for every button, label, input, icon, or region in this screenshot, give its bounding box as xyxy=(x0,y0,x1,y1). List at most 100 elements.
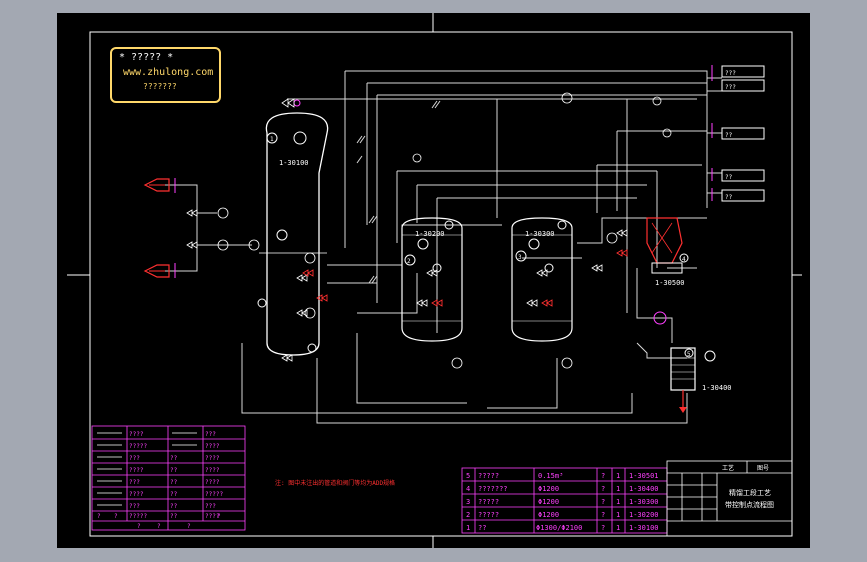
instruments xyxy=(217,92,672,369)
svg-text:1: 1 xyxy=(466,524,470,532)
svg-text:?????: ????? xyxy=(129,513,147,520)
svg-text:????: ???? xyxy=(205,443,220,450)
svg-text:1-30501: 1-30501 xyxy=(629,472,659,480)
svg-text:2: 2 xyxy=(466,511,470,519)
title-line-2: 带控制点流程图 xyxy=(725,500,774,509)
svg-text:?: ? xyxy=(601,498,605,506)
output-1: ??? xyxy=(725,70,736,77)
column-1-30100: 1 1-30100 xyxy=(257,112,329,356)
svg-text:1: 1 xyxy=(616,511,620,519)
svg-text:Φ1200: Φ1200 xyxy=(538,511,559,519)
title-block xyxy=(666,460,793,537)
svg-text:??: ?? xyxy=(170,467,178,474)
condenser-1-30500: 1-30500 4 xyxy=(646,217,689,287)
svg-text:?: ? xyxy=(601,485,605,493)
svg-text:?: ? xyxy=(114,513,118,520)
svg-text:1-30200: 1-30200 xyxy=(629,511,659,519)
red-valves xyxy=(302,249,628,307)
vessel-3-number: 3 xyxy=(518,254,522,261)
logo-box xyxy=(110,47,221,103)
svg-text:Φ1200: Φ1200 xyxy=(538,498,559,506)
svg-text:1: 1 xyxy=(616,498,620,506)
svg-text:?: ? xyxy=(157,523,161,530)
svg-text:1-30400: 1-30400 xyxy=(629,485,659,493)
condenser-number: 4 xyxy=(682,256,686,263)
svg-text:?????: ????? xyxy=(478,472,499,480)
output-5: ?? xyxy=(725,194,733,201)
feed-arrows xyxy=(143,178,170,278)
svg-text:?: ? xyxy=(97,513,101,520)
vessel-3-tag: 1-30300 xyxy=(525,230,555,238)
svg-text:Φ1200: Φ1200 xyxy=(538,485,559,493)
equipment-table-text: 5????? 0.15m³? 1 1-30501 4??????? Φ1200? 1 1-3… xyxy=(466,472,659,532)
logo-line3: ??????? xyxy=(143,82,177,91)
svg-text:??: ?? xyxy=(170,491,178,498)
equipment-table xyxy=(461,467,668,534)
svg-text:??: ?? xyxy=(170,479,178,486)
drawing-sheet: * ????? * www.zhulong.com ??????? xyxy=(57,13,810,548)
title-label-1: 工艺 xyxy=(722,464,734,472)
svg-text:1-30100: 1-30100 xyxy=(629,524,659,532)
svg-text:1-30300: 1-30300 xyxy=(629,498,659,506)
svg-text:5: 5 xyxy=(466,472,470,480)
process-diagram: * ????? * www.zhulong.com ??????? xyxy=(67,13,802,548)
svg-text:?: ? xyxy=(601,472,605,480)
output-3: ?? xyxy=(725,132,733,139)
svg-text:????: ???? xyxy=(205,513,220,520)
svg-text:?????: ????? xyxy=(478,498,499,506)
column-1-number: 1 xyxy=(270,136,274,143)
svg-text:????: ???? xyxy=(129,467,144,474)
svg-text:??: ?? xyxy=(478,524,486,532)
legend-text: ??????? ????????? ????????? ?????????? ?… xyxy=(97,431,223,530)
svg-text:?: ? xyxy=(137,523,141,530)
svg-text:???: ??? xyxy=(129,479,140,486)
border-ticks xyxy=(67,13,802,548)
tank-number: 5 xyxy=(687,351,691,358)
vessel-1-30200: 1-30200 2 xyxy=(401,217,463,342)
svg-text:????: ???? xyxy=(205,455,220,462)
svg-text:??: ?? xyxy=(170,513,178,520)
tank-1-30400: 5 1-30400 xyxy=(670,347,732,413)
title-line-1: 精馏工段工艺 xyxy=(729,488,771,497)
vessel-2-number: 2 xyxy=(407,258,411,265)
svg-text:0.15m³: 0.15m³ xyxy=(538,472,563,480)
logo-line1: * ????? * xyxy=(119,52,173,63)
svg-text:????: ???? xyxy=(129,431,144,438)
pink-instruments xyxy=(293,99,667,325)
title-label-2: 图号 xyxy=(757,465,769,472)
svg-text:???: ??? xyxy=(129,503,140,510)
svg-text:???: ??? xyxy=(205,503,216,510)
svg-text:?????: ????? xyxy=(129,443,147,450)
output-marks xyxy=(174,65,713,278)
condenser-tag: 1-30500 xyxy=(655,279,685,287)
svg-text:?????: ????? xyxy=(205,491,223,498)
svg-text:????: ???? xyxy=(205,467,220,474)
svg-text:?????: ????? xyxy=(478,511,499,519)
svg-text:1: 1 xyxy=(616,472,620,480)
svg-text:????: ???? xyxy=(129,491,144,498)
svg-text:???????: ??????? xyxy=(478,485,508,493)
svg-text:??: ?? xyxy=(170,503,178,510)
process-lines xyxy=(157,70,722,424)
tank-tag: 1-30400 xyxy=(702,384,732,392)
svg-text:1: 1 xyxy=(616,485,620,493)
svg-text:????: ???? xyxy=(205,479,220,486)
drawing-border xyxy=(89,31,793,537)
column-1-tag: 1-30100 xyxy=(279,159,309,167)
drawing-note: 注: 图中未注出的管道和阀门等均为ADD规格 xyxy=(275,479,395,487)
svg-text:???: ??? xyxy=(129,455,140,462)
valves xyxy=(186,98,628,362)
svg-text:Φ1300/Φ2100: Φ1300/Φ2100 xyxy=(536,524,582,532)
svg-text:1: 1 xyxy=(616,524,620,532)
svg-text:4: 4 xyxy=(466,485,470,493)
svg-text:3: 3 xyxy=(466,498,470,506)
svg-text:???: ??? xyxy=(205,431,216,438)
vessel-1-30300: 1-30300 3 xyxy=(511,217,573,342)
legend-symbols xyxy=(97,432,197,506)
svg-text:?: ? xyxy=(601,524,605,532)
svg-text:??: ?? xyxy=(170,455,178,462)
logo-url: www.zhulong.com xyxy=(123,67,213,78)
vessel-2-tag: 1-30200 xyxy=(415,230,445,238)
output-2: ??? xyxy=(725,84,736,91)
svg-text:?: ? xyxy=(187,523,191,530)
